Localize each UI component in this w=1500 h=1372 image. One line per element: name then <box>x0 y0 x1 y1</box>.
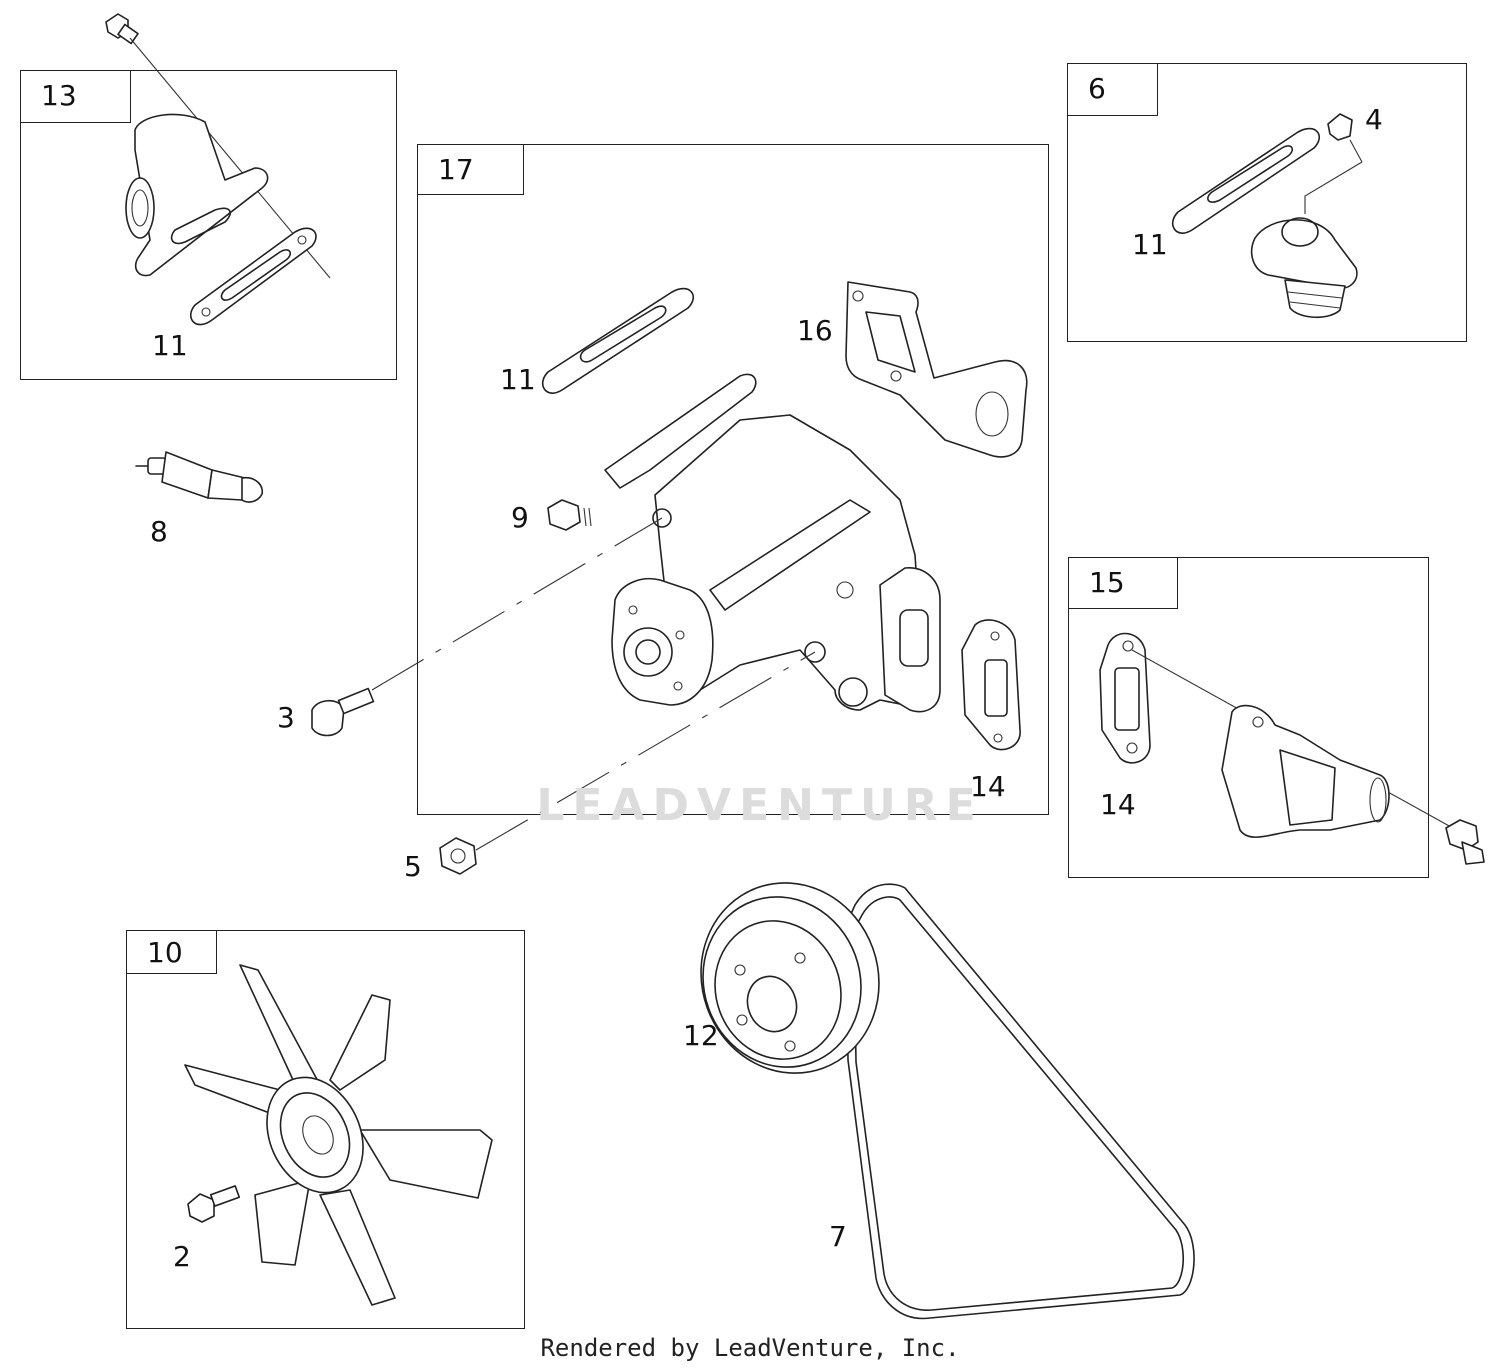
callout-12: 12 <box>683 1019 719 1052</box>
assembly-number-6: 6 <box>1068 64 1158 116</box>
callout-5: 5 <box>404 850 422 883</box>
callout-2: 2 <box>173 1240 191 1273</box>
credit-footer: Rendered by LeadVenture, Inc. <box>540 1334 960 1362</box>
assembly-number-15: 15 <box>1069 558 1178 609</box>
assembly-number-13: 13 <box>21 71 131 123</box>
bolt-part-3 <box>311 517 663 737</box>
callout-11-box-6: 11 <box>1132 228 1168 261</box>
assembly-box-6: 6 <box>1067 63 1467 342</box>
callout-9: 9 <box>511 501 529 534</box>
thermostat-housing-part-13 <box>125 113 269 277</box>
nut-part-9 <box>547 499 592 531</box>
callout-7: 7 <box>829 1220 847 1253</box>
gasket-part-16 <box>845 281 1028 458</box>
water-pump-body-part-17 <box>604 373 941 713</box>
bolt-part-15 <box>1445 819 1485 865</box>
pulley-part-12 <box>700 882 880 1074</box>
gasket-part-13 <box>189 227 317 326</box>
assembly-box-10: 10 <box>126 930 525 1329</box>
callout-3: 3 <box>277 701 295 734</box>
thermostat-part-6 <box>1251 217 1358 319</box>
bolt-part-2 <box>187 1185 241 1223</box>
callout-16: 16 <box>797 314 833 347</box>
nut-part-5 <box>439 651 816 875</box>
cooling-fan-part-10 <box>184 964 493 1306</box>
watermark: LEADVENTURE <box>536 780 984 831</box>
outlet-housing-part-15 <box>1221 704 1390 838</box>
assembly-number-17: 17 <box>418 145 524 195</box>
callout-11-box-17: 11 <box>500 363 536 396</box>
assembly-box-17: 17 <box>417 144 1049 815</box>
fan-belt-part-7 <box>845 883 1195 1320</box>
assembly-box-15: 15 <box>1068 557 1429 878</box>
callout-4: 4 <box>1365 103 1383 136</box>
temperature-sensor-part-8 <box>135 451 264 503</box>
gasket-part-17-14 <box>961 619 1021 751</box>
gasket-part-6-11 <box>1172 127 1320 234</box>
gasket-part-17-11 <box>542 287 694 394</box>
assembly-box-13: 13 <box>20 70 397 380</box>
callout-11-box-13: 11 <box>152 329 188 362</box>
assembly-number-10: 10 <box>127 931 217 974</box>
callout-14-box-15: 14 <box>1100 788 1136 821</box>
callout-8: 8 <box>150 515 168 548</box>
bolt-part-4 <box>1304 113 1363 214</box>
callout-14-box-17: 14 <box>970 770 1006 803</box>
